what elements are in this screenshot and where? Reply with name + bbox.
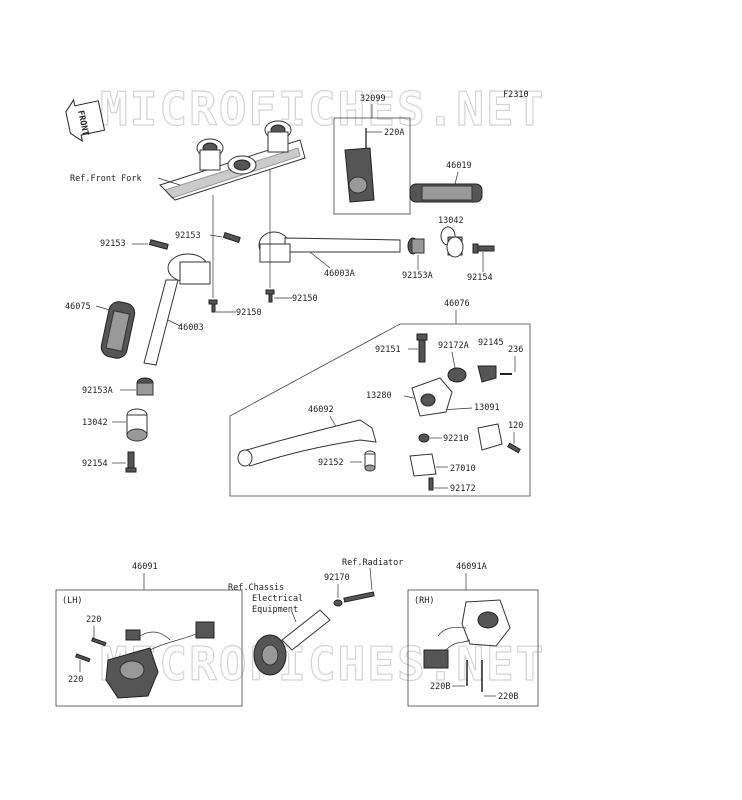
label-92172: 92172	[450, 484, 476, 494]
box-rh	[407, 589, 539, 707]
switch-housing-rh	[423, 599, 511, 669]
throttle-housing	[344, 147, 375, 203]
lever-holder-13280	[411, 377, 453, 417]
label-92154-right: 92154	[467, 273, 493, 283]
label-13091: 13091	[474, 403, 500, 413]
box-46076	[229, 323, 531, 497]
collar-92153A-left	[136, 377, 154, 396]
triple-clamp	[159, 120, 306, 201]
pivot-bolt-92151	[416, 333, 428, 363]
label-92152: 92152	[318, 458, 344, 468]
clutch-lever-46092	[237, 419, 377, 467]
handlebar-right	[258, 231, 401, 263]
label-46003: 46003	[178, 323, 204, 333]
label-92210: 92210	[443, 434, 469, 444]
nut-92210	[418, 433, 430, 443]
label-13042-right: 13042	[438, 216, 464, 226]
label-13280: 13280	[366, 391, 392, 401]
label-92153A-left-text: 92153A	[82, 386, 113, 396]
ref-chassis-2: Electrical	[252, 594, 303, 604]
grip-left	[100, 301, 136, 359]
label-92150-a: 92150	[236, 308, 262, 318]
label-92153-left: 92153	[100, 239, 126, 249]
label-92154-left: 92154	[82, 459, 108, 469]
label-220-a: 220	[86, 615, 101, 625]
label-92170: 92170	[324, 573, 350, 583]
label-46091A: 46091A	[456, 562, 487, 572]
label-46092: 46092	[308, 405, 334, 415]
spring-92145	[477, 365, 512, 383]
watermark-bottom: MICROFICHES.NET	[100, 637, 545, 691]
tag-rh: (RH)	[414, 596, 434, 606]
ref-front-fork: Ref.Front Fork	[70, 174, 142, 184]
label-46076: 46076	[444, 299, 470, 309]
box-lh	[55, 589, 243, 707]
screw-92154-right	[472, 243, 495, 254]
label-220-b: 220	[68, 675, 83, 685]
label-120: 120	[508, 421, 523, 431]
label-46091: 46091	[132, 562, 158, 572]
clamp-13091	[477, 423, 503, 451]
ref-chassis-1: Ref.Chassis	[228, 583, 284, 593]
label-220B-b: 220B	[498, 692, 518, 702]
collar-92152	[364, 450, 376, 472]
label-92145: 92145	[478, 338, 504, 348]
watermark-top: MICROFICHES.NET	[100, 82, 545, 136]
tag-lh: (LH)	[62, 596, 82, 606]
bar-end-weight-right	[440, 226, 464, 258]
figure-code: F2310	[503, 90, 529, 100]
screw-92172	[428, 477, 434, 491]
label-92151: 92151	[375, 345, 401, 355]
front-arrow-icon: FRONT	[65, 98, 106, 143]
grip-right	[409, 183, 483, 203]
collar-92153A-right	[407, 237, 425, 255]
label-32099: 32099	[360, 94, 386, 104]
bar-end-weight-left	[126, 408, 148, 442]
screw-120	[507, 442, 521, 454]
bolt-92150-a	[208, 299, 218, 313]
label-220B-a: 220B	[430, 682, 450, 692]
label-92153-center: 92153	[175, 231, 201, 241]
bolt-92150-b	[265, 289, 275, 303]
label-46019: 46019	[446, 161, 472, 171]
screw-92154-left	[125, 451, 137, 473]
switch-27010	[409, 453, 437, 477]
label-92172A: 92172A	[438, 341, 469, 351]
bolt-92153-left	[148, 239, 169, 250]
adjuster-92172A	[447, 367, 467, 383]
ref-chassis-3: Equipment	[252, 605, 298, 615]
bolt-92170	[333, 591, 375, 607]
handlebar-left	[143, 253, 211, 366]
label-236: 236	[508, 345, 523, 355]
horn	[253, 609, 331, 676]
label-220A: 220A	[384, 128, 404, 138]
label-92153A-right: 92153A	[402, 271, 433, 281]
label-46003A: 46003A	[324, 269, 355, 279]
label-27010: 27010	[450, 464, 476, 474]
ref-radiator: Ref.Radiator	[342, 558, 403, 568]
label-46075: 46075	[65, 302, 91, 312]
bolt-92153-center	[222, 231, 241, 243]
label-92150-b: 92150	[292, 294, 318, 304]
switch-housing-lh	[105, 621, 215, 699]
label-13042-left: 13042	[82, 418, 108, 428]
